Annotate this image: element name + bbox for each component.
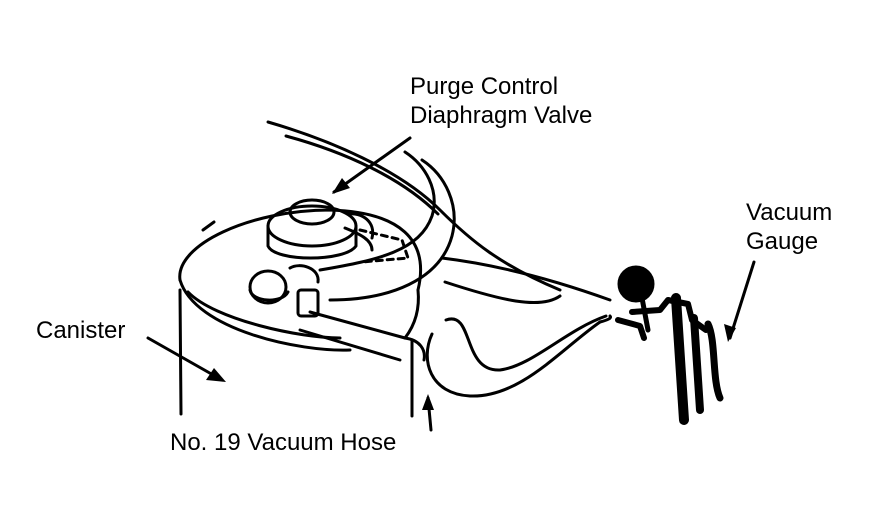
gauge-label-line1: Vacuum (746, 199, 833, 226)
canister-label: Canister (36, 317, 126, 344)
no19-vacuum-hose (298, 280, 612, 398)
purge-label-line1: Purge Control (410, 73, 559, 100)
hose-clamp-fitting (248, 264, 320, 318)
vacuum-gauge-label: Vacuum Gauge (746, 198, 832, 256)
purge-valve-arrowhead (332, 178, 350, 194)
purge-label-line2: Diaphragm Valve (410, 102, 593, 129)
gauge-label-line2: Gauge (746, 228, 819, 255)
gauge-arrowhead (724, 324, 736, 342)
vacuum-gauge (615, 265, 724, 425)
canister-arrow (146, 336, 224, 382)
purge-valve-arrow (332, 136, 412, 194)
canister-body (178, 208, 423, 418)
hose-arrowhead (422, 394, 434, 410)
valve-outlet-hose (318, 150, 456, 302)
purge-control-diaphragm-valve-label: Purge Control Diaphragm Valve (410, 72, 592, 130)
purge-control-diaphragm-valve (266, 198, 410, 264)
vacuum-hose-label: No. 19 Vacuum Hose (170, 429, 397, 456)
leader-arrows (146, 136, 756, 432)
gauge-arrow (728, 260, 756, 340)
canister-arrowhead (206, 368, 226, 382)
